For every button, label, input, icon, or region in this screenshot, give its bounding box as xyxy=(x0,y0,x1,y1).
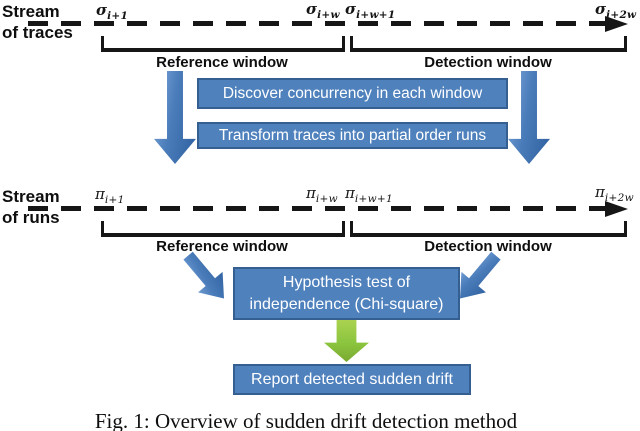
trace-reference-window-bracket xyxy=(101,36,345,52)
green-down-arrow-icon xyxy=(324,320,369,362)
trace-marker-sigma-iw1: σi+w+1 xyxy=(345,0,396,21)
trace-marker-sigma-i2w: σi+2w xyxy=(595,0,637,21)
right-down-arrow-icon xyxy=(508,71,550,164)
run-marker-pi-iw: πi+w xyxy=(306,184,338,205)
trace-detection-window-bracket xyxy=(350,36,627,52)
run-marker-pi-i1: πi+1 xyxy=(95,185,125,206)
hypothesis-test-box: Hypothesis test of independence (Chi-squ… xyxy=(233,267,460,320)
run-stream-dashed-line xyxy=(28,206,606,211)
report-drift-box: Report detected sudden drift xyxy=(233,364,471,395)
run-stream-arrowhead-icon xyxy=(605,201,628,217)
trace-detection-window-label: Detection window xyxy=(424,54,552,71)
run-detection-window-label: Detection window xyxy=(424,238,552,255)
figure-caption: Fig. 1: Overview of sudden drift detecti… xyxy=(94,409,518,431)
run-detection-window-bracket xyxy=(350,221,627,237)
discover-concurrency-box: Discover concurrency in each window xyxy=(197,78,508,109)
run-reference-window-label: Reference window xyxy=(156,238,288,255)
trace-reference-window-label: Reference window xyxy=(156,54,288,71)
trace-stream-arrowhead-icon xyxy=(605,16,628,32)
trace-stream-label-line2: of traces xyxy=(2,23,73,42)
run-stream-label-line2: of runs xyxy=(2,208,60,227)
run-reference-window-bracket xyxy=(101,221,345,237)
trace-stream-dashed-line xyxy=(28,21,606,26)
transform-traces-box: Transform traces into partial order runs xyxy=(197,122,508,149)
run-stream-label-line1: Stream xyxy=(2,187,60,206)
trace-stream-label-line1: Stream xyxy=(2,2,60,21)
run-marker-pi-i2w: πi+2w xyxy=(595,183,634,204)
trace-marker-sigma-i1: σi+1 xyxy=(96,1,129,22)
run-marker-pi-iw1: πi+w+1 xyxy=(345,184,393,205)
trace-marker-sigma-iw: σi+w xyxy=(306,0,340,21)
left-down-arrow-icon xyxy=(154,71,196,164)
